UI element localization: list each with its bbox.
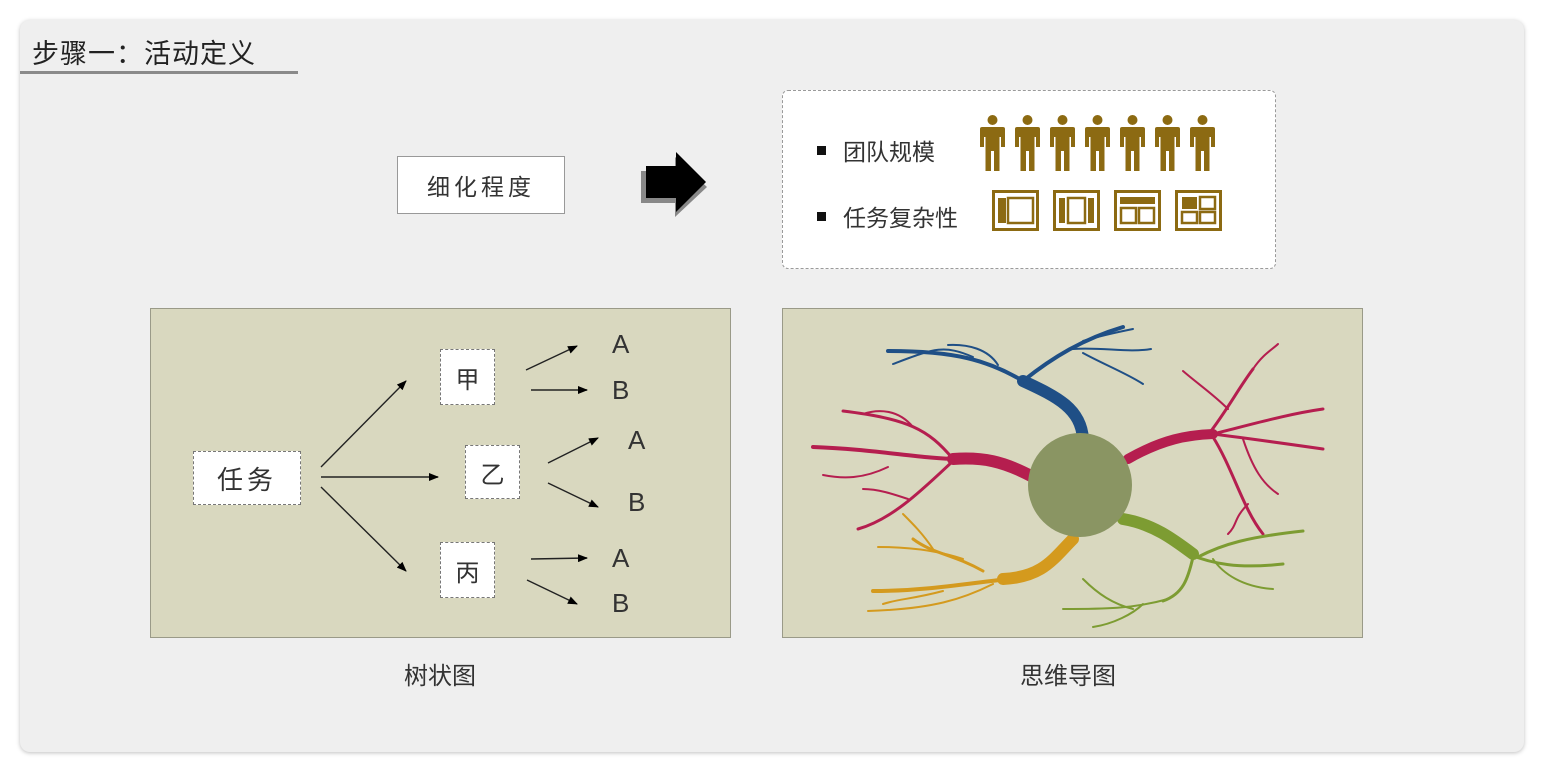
mindmap-illustration	[811, 325, 1325, 628]
tree-diagram-panel: 任务 甲 乙 丙 A B A B A B	[150, 308, 731, 638]
layout-sidebar-icon	[992, 190, 1039, 231]
tree-root-node: 任务	[193, 451, 301, 505]
person-icon	[1120, 115, 1145, 171]
refinement-label: 细化程度	[427, 175, 535, 201]
mindmap-caption: 思维导图	[1020, 662, 1116, 690]
person-icon	[1050, 115, 1075, 171]
mindmap-green-branch	[1062, 513, 1305, 628]
layout-columns-icon	[1053, 190, 1100, 231]
tree-leaf: A	[628, 425, 646, 455]
factor-task-complexity: 任务复杂性	[817, 199, 958, 233]
mindmap-blue-branch	[886, 325, 1152, 445]
tree-branch-node: 丙	[440, 542, 495, 598]
tree-leaf: B	[612, 375, 630, 405]
mindmap-red-right-branch	[1123, 343, 1325, 536]
tree-branch-label: 丙	[455, 558, 480, 587]
person-icon	[1155, 115, 1180, 171]
page-title: 步骤一：活动定义	[32, 39, 256, 70]
factor-label: 任务复杂性	[843, 206, 958, 232]
factor-box: 团队规模 任务复杂性	[782, 90, 1276, 269]
slide: 步骤一：活动定义 细化程度 团队规模 任务复杂性	[20, 20, 1524, 752]
tree-branch-label: 乙	[480, 460, 505, 489]
tree-leaf: A	[612, 543, 630, 573]
person-icon	[1085, 115, 1110, 171]
mindmap-panel	[782, 308, 1363, 638]
tree-leaf: B	[628, 487, 646, 517]
layout-grid-icon	[1175, 190, 1222, 231]
tree-leaf: B	[612, 588, 630, 618]
bullet	[817, 145, 826, 155]
tree-leaf: A	[612, 329, 630, 359]
tree-caption: 树状图	[404, 662, 476, 690]
tree-branch-node: 乙	[465, 445, 520, 499]
refinement-box: 细化程度	[397, 156, 565, 214]
factor-team-size: 团队规模	[817, 133, 935, 167]
tree-connectors	[320, 345, 599, 605]
factor-label: 团队规模	[843, 140, 935, 166]
title-underline	[20, 71, 298, 74]
person-icon	[1015, 115, 1040, 171]
bullet	[817, 211, 826, 221]
right-arrow-icon	[640, 150, 710, 218]
person-icon	[1190, 115, 1215, 171]
mindmap-center-node	[1028, 433, 1132, 537]
people-icons	[979, 115, 1216, 171]
tree-branch-label: 甲	[455, 365, 480, 394]
person-icon	[980, 115, 1005, 171]
layout-header-icon	[1114, 190, 1161, 231]
layout-icons	[992, 190, 1222, 231]
mindmap-red-left-branch	[811, 409, 1039, 531]
mindmap-orange-branch	[867, 513, 1079, 612]
tree-root-label: 任务	[216, 465, 277, 496]
tree-branch-node: 甲	[440, 349, 495, 405]
